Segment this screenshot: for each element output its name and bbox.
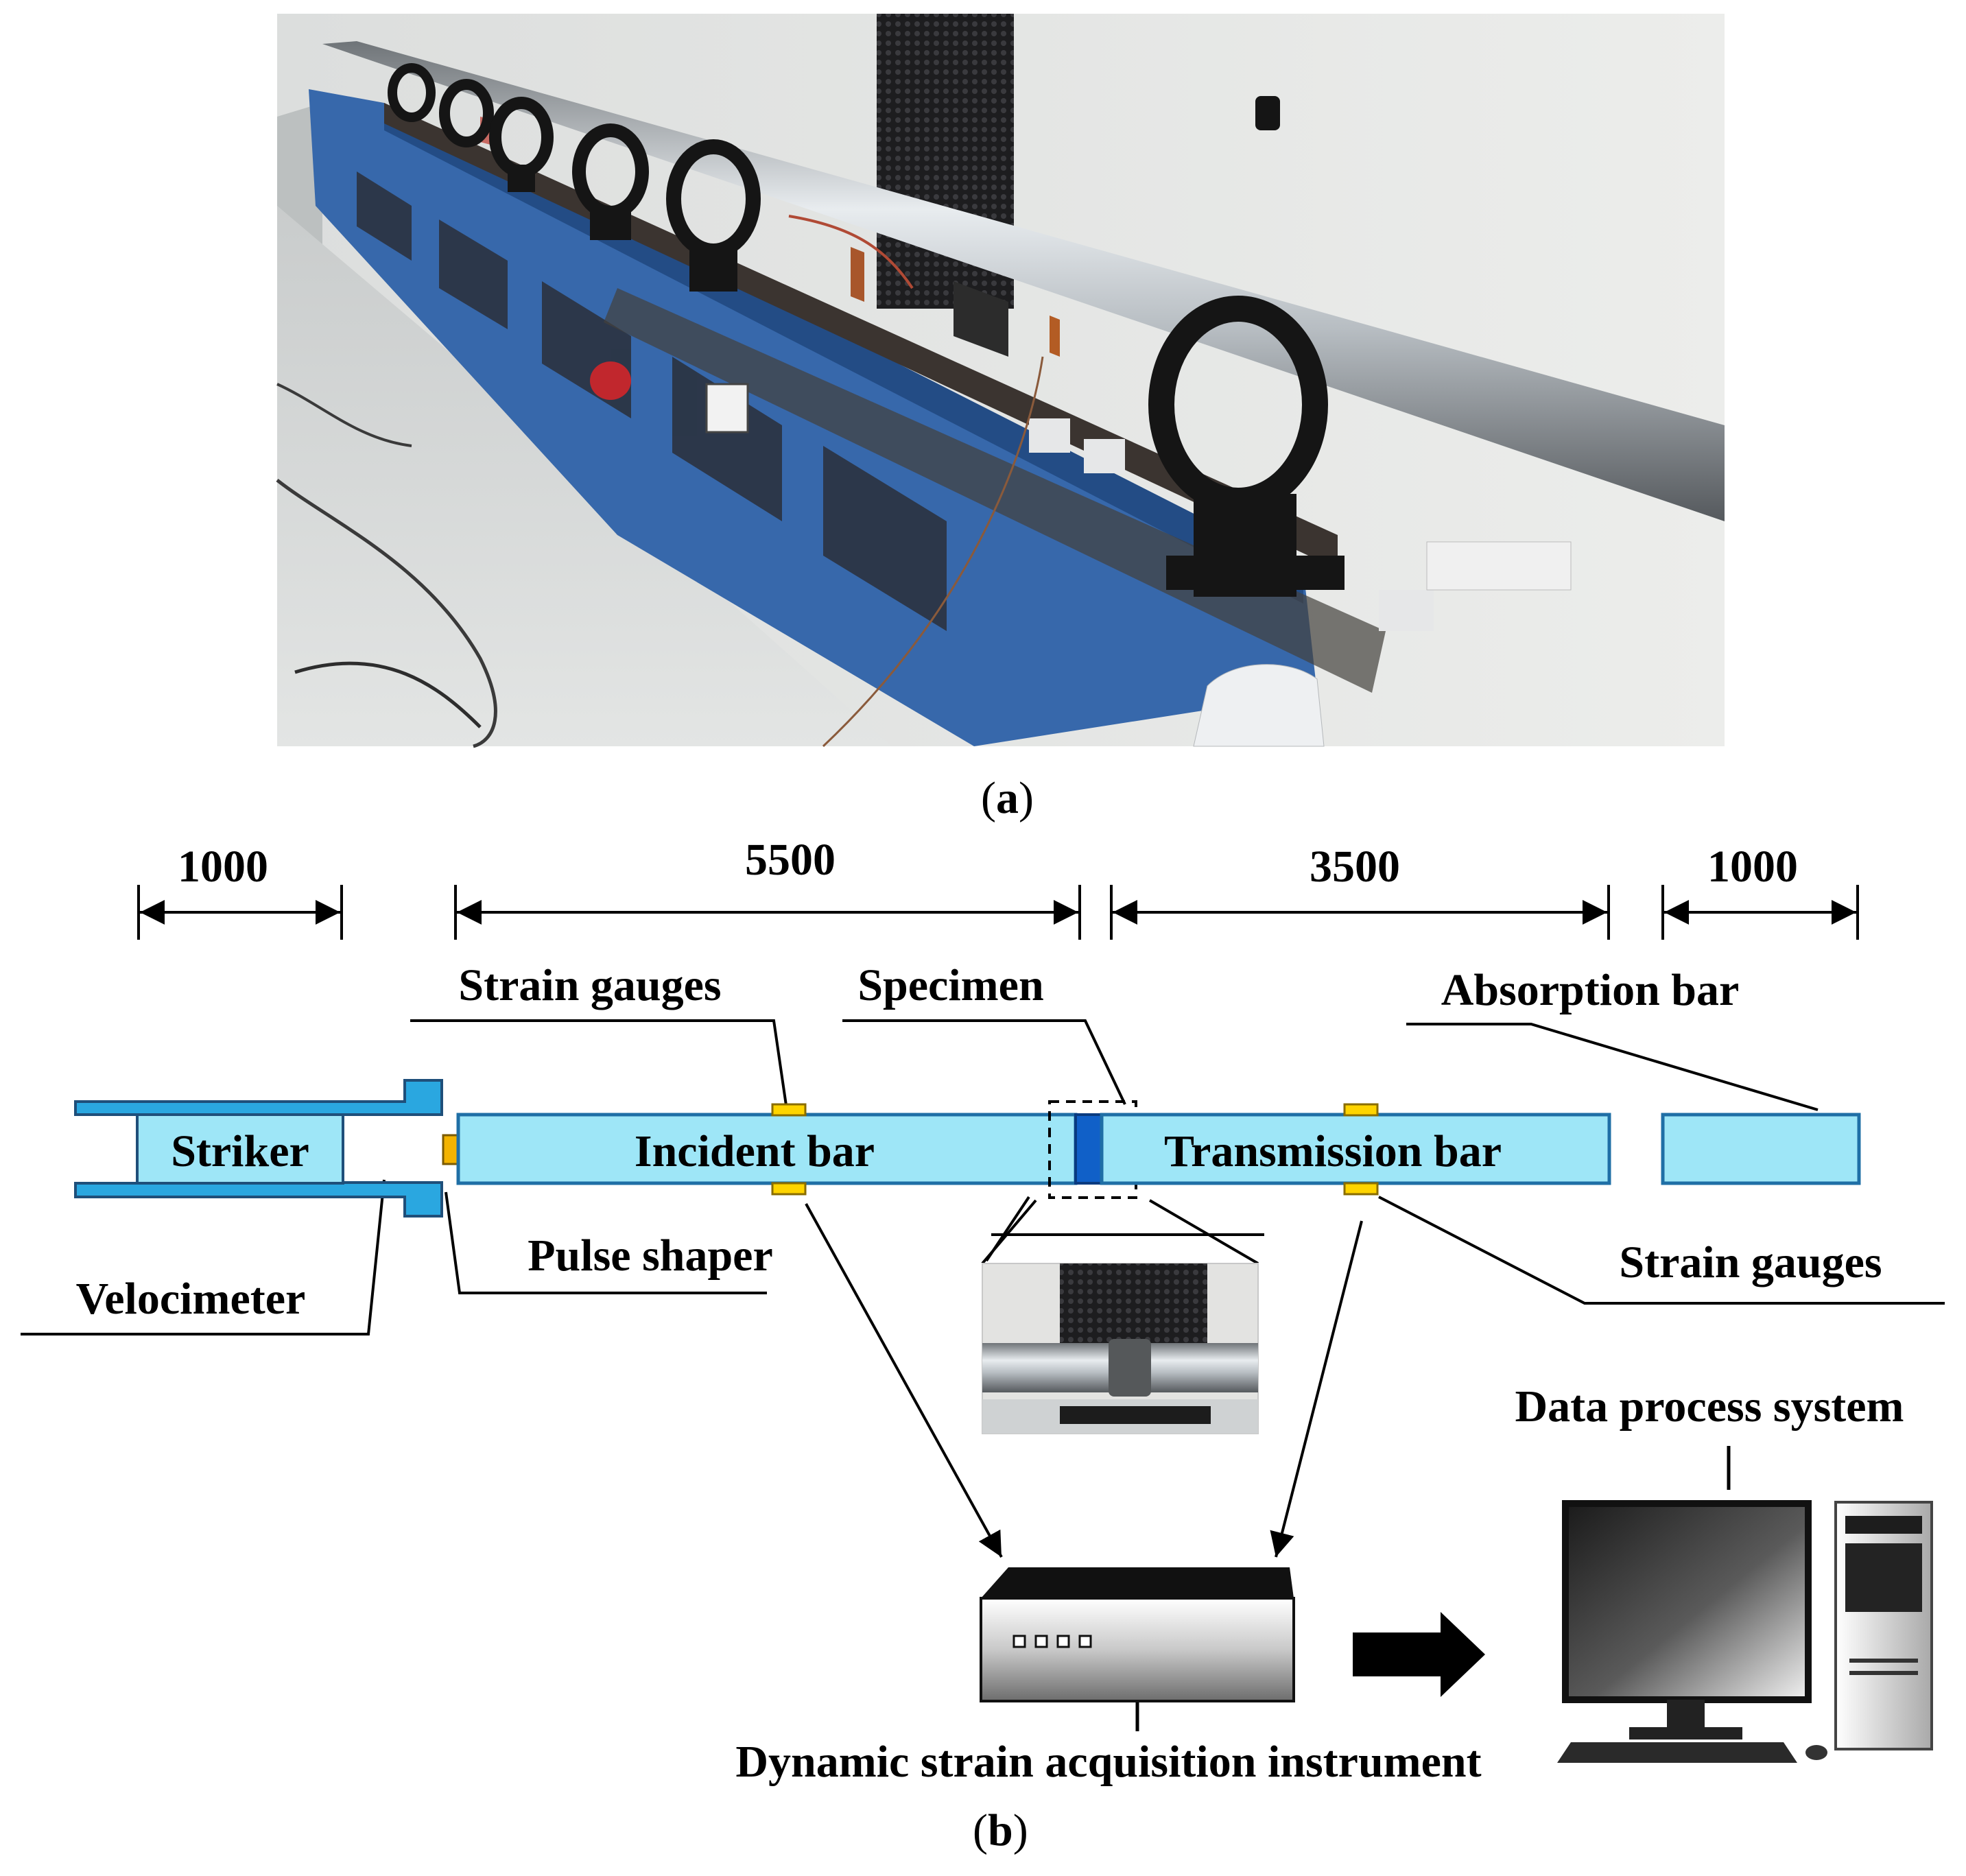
- incident-bar-label: Incident bar: [635, 1126, 875, 1176]
- striker-rod: [136, 1113, 344, 1185]
- pulse-shaper-label: Pulse shaper: [528, 1231, 773, 1281]
- dim-striker: 1000: [178, 842, 268, 892]
- dimension-lines: [137, 885, 1859, 940]
- dynamic-strain-label: Dynamic strain acquisition instrument: [735, 1737, 1481, 1787]
- signal-arrows: [805, 1203, 1363, 1558]
- dim-incident: 5500: [745, 835, 836, 885]
- strain-gauges: [771, 1103, 1379, 1196]
- incident-bar: [456, 1113, 1078, 1185]
- transmission-bar-label: Transmission bar: [1164, 1126, 1502, 1176]
- velocimeter-label: Velocimeter: [76, 1274, 306, 1324]
- striker-assembly: [74, 1079, 443, 1218]
- specimen-zoom-lines: [981, 1199, 1259, 1265]
- strain-gauges-bottom-label: Strain gauges: [1619, 1237, 1882, 1287]
- data-process-computer: [1557, 1500, 1933, 1763]
- photo-a: [276, 14, 1725, 748]
- pulse-shaper: [442, 1134, 460, 1165]
- specimen: [1074, 1113, 1103, 1185]
- flow-arrow: [1353, 1612, 1485, 1697]
- specimen-label: Specimen: [857, 960, 1043, 1010]
- transmission-bar: [1100, 1113, 1611, 1185]
- steel-rod: [322, 41, 1725, 521]
- specimen-inset-photo: [982, 1263, 1259, 1434]
- leader-lines: [21, 1019, 1945, 1335]
- dim-transmission: 3500: [1310, 842, 1400, 892]
- strain-gauges-top-label: Strain gauges: [458, 960, 721, 1010]
- caption-b: (b): [973, 1805, 1028, 1855]
- caption-a: (a): [981, 773, 1034, 823]
- absorption-bar: [1661, 1113, 1861, 1185]
- striker-label: Striker: [171, 1126, 309, 1176]
- acquisition-instrument: [980, 1567, 1295, 1702]
- absorption-bar-label: Absorption bar: [1441, 965, 1740, 1015]
- data-process-system-label: Data process system: [1515, 1381, 1904, 1432]
- dim-absorption: 1000: [1707, 842, 1798, 892]
